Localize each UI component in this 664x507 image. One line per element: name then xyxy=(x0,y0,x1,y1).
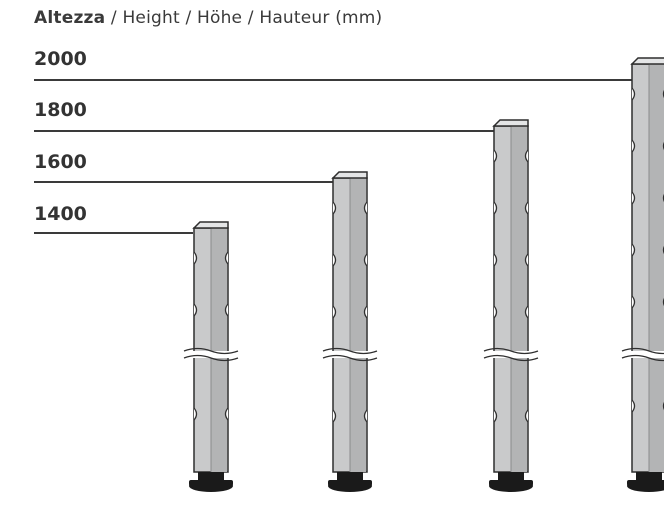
post-notch xyxy=(224,251,229,265)
post-side-face xyxy=(511,126,527,472)
post-notch xyxy=(524,149,529,163)
post-notch xyxy=(363,409,368,423)
post-notch xyxy=(493,201,498,215)
post-foot-stem xyxy=(198,472,224,480)
post-notch xyxy=(524,305,529,319)
post-top-cap xyxy=(630,57,664,65)
post-foot-stem xyxy=(337,472,363,480)
post-side-face xyxy=(350,178,366,472)
post-notch xyxy=(631,295,636,309)
post-notch xyxy=(524,253,529,267)
post-notch xyxy=(224,407,229,421)
post-side-face xyxy=(211,228,227,472)
post-notch xyxy=(332,253,337,267)
post-break-line xyxy=(621,354,664,362)
post-notch xyxy=(631,139,636,153)
post-break-gap xyxy=(622,351,664,358)
post-notch xyxy=(332,305,337,319)
post-foot-plate xyxy=(189,480,233,486)
diagram-title: Altezza / Height / Höhe / Hauteur (mm) xyxy=(34,8,382,28)
post-notch xyxy=(363,253,368,267)
post-notch xyxy=(363,305,368,319)
post-top-cap xyxy=(492,119,529,127)
post-break-gap xyxy=(184,351,238,358)
height-label-1600: 1600 xyxy=(34,151,87,173)
post-notch xyxy=(631,87,636,101)
post-foot-stem xyxy=(498,472,524,480)
post-notch xyxy=(363,201,368,215)
post-notch xyxy=(493,409,498,423)
post-top-cap xyxy=(331,171,368,179)
height-label-1400: 1400 xyxy=(34,203,87,225)
post-1400 xyxy=(183,221,239,492)
post-foot-plate xyxy=(627,480,664,486)
post-foot-plate xyxy=(489,480,533,486)
post-break-line xyxy=(483,347,539,355)
post-notch xyxy=(493,305,498,319)
post-2000 xyxy=(621,57,664,492)
post-break-line xyxy=(483,354,539,362)
post-notch xyxy=(332,201,337,215)
post-notch xyxy=(193,251,198,265)
post-1800 xyxy=(483,119,539,492)
post-break-gap xyxy=(484,351,538,358)
post-notch xyxy=(224,303,229,317)
post-notch xyxy=(631,191,636,205)
post-notch xyxy=(524,409,529,423)
post-break-line xyxy=(322,354,378,362)
title-bold: Altezza xyxy=(34,8,106,28)
post-notch xyxy=(631,399,636,413)
post-side-face xyxy=(649,64,664,472)
post-break-line xyxy=(322,347,378,355)
post-break-line xyxy=(183,354,239,362)
post-notch xyxy=(332,409,337,423)
post-break-gap xyxy=(323,351,377,358)
height-label-2000: 2000 xyxy=(34,48,87,70)
post-notch xyxy=(631,243,636,257)
post-foot-plate xyxy=(328,480,372,486)
height-label-1800: 1800 xyxy=(34,99,87,121)
post-top-cap xyxy=(192,221,229,229)
post-foot-stem xyxy=(636,472,662,480)
post-notch xyxy=(193,407,198,421)
post-notch xyxy=(524,201,529,215)
post-notch xyxy=(493,253,498,267)
post-break-line xyxy=(621,347,664,355)
title-rest: / Height / Höhe / Hauteur (mm) xyxy=(105,8,383,28)
post-1600 xyxy=(322,171,378,492)
post-notch xyxy=(493,149,498,163)
post-break-line xyxy=(183,347,239,355)
post-notch xyxy=(193,303,198,317)
